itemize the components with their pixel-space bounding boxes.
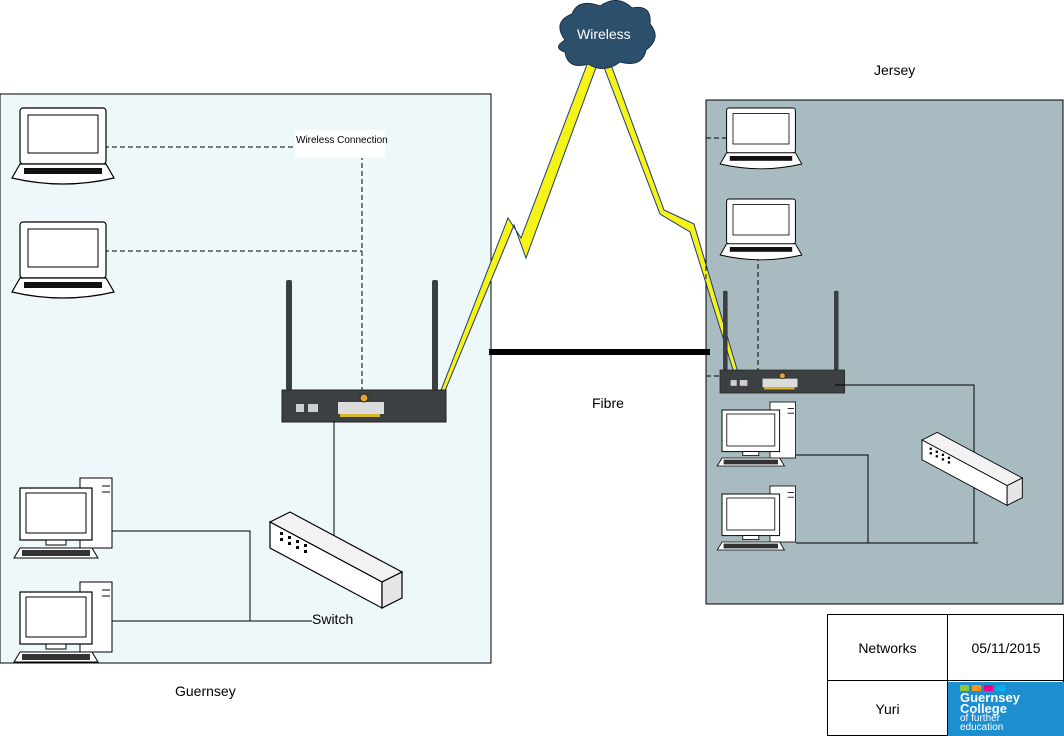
jersey-wired-connections (796, 384, 978, 544)
title-block: Networks 05/11/2015 Yuri Guernsey Colleg… (827, 614, 1064, 736)
switch-label: Switch (312, 611, 353, 627)
guernsey-site-area (0, 93, 492, 664)
logo-line-2: College (960, 701, 1007, 716)
jersey-label: Jersey (874, 62, 915, 78)
project-author: Yuri (828, 681, 948, 736)
project-date: 05/11/2015 (948, 615, 1064, 681)
logo-color-dots (960, 685, 1005, 691)
wireless-connection-label-bg (295, 130, 385, 158)
logo-line-1: Guernsey (960, 690, 1020, 705)
logo-line-4: education (960, 722, 1004, 733)
logo-line-3: of further (960, 713, 1001, 724)
college-logo: Guernsey College of further education (948, 682, 1064, 736)
project-name: Networks (828, 615, 948, 681)
guernsey-label: Guernsey (175, 683, 236, 699)
jersey-laptop-1 (719, 107, 803, 170)
wireless-cloud: Wireless (558, 0, 656, 69)
guernsey-laptop-1 (11, 107, 115, 185)
cloud-label: Wireless (577, 26, 631, 42)
jersey-laptop-2 (719, 198, 803, 261)
wireless-connection-label: Wireless Connection (296, 135, 388, 146)
guernsey-laptop-2 (11, 221, 115, 299)
fibre-label: Fibre (592, 395, 624, 411)
